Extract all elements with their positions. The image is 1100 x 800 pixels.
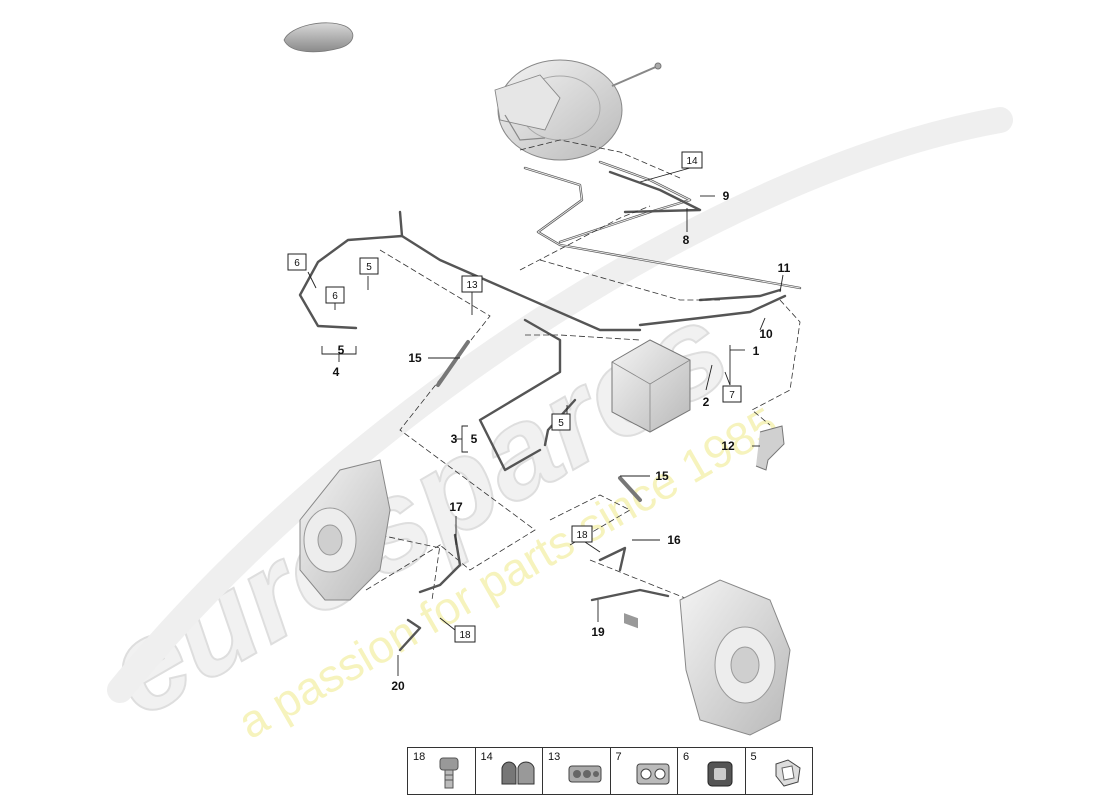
svg-text:18: 18 (576, 530, 588, 541)
svg-text:14: 14 (686, 156, 698, 167)
svg-text:18: 18 (459, 630, 471, 641)
legend-number: 7 (615, 751, 622, 763)
part-number-5b: 5 (471, 432, 478, 446)
part-number-12: 12 (721, 439, 735, 453)
multi-clip-icon (568, 765, 602, 783)
pipe-holder-icon (636, 763, 669, 785)
part-number-5a: 5 (338, 343, 345, 357)
legend-number: 13 (548, 751, 561, 763)
part-number-15b: 15 (655, 469, 669, 483)
svg-text:5: 5 (558, 418, 564, 429)
part-number-16: 16 (667, 533, 681, 547)
part-number-9: 9 (723, 189, 730, 203)
part-number-20: 20 (391, 679, 405, 693)
part-number-4: 4 (333, 365, 340, 379)
part-number-17: 17 (449, 500, 463, 514)
watermark: eurospares a passion for parts since 198… (82, 107, 1013, 749)
svg-text:13: 13 (466, 280, 478, 291)
callout-5a: 5 (359, 257, 379, 275)
legend-number: 18 (413, 751, 426, 763)
callout-6b: 6 (325, 286, 345, 304)
part-number-19: 19 (591, 625, 605, 639)
legend-item-5[interactable]: 5 (746, 748, 813, 794)
abs-hydraulic-unit (611, 339, 691, 629)
watermark-swoosh (107, 107, 1013, 703)
bolt-icon (439, 757, 459, 789)
legend-item-14[interactable]: 14 (476, 748, 543, 794)
part-number-8: 8 (683, 233, 690, 247)
brake-hoses (398, 340, 670, 652)
spring-clip-icon (775, 759, 801, 787)
callout-6a: 6 (287, 253, 307, 271)
legend-item-7[interactable]: 7 (611, 748, 678, 794)
legend-item-18[interactable]: 18 (408, 748, 476, 794)
callout-5b: 5 (551, 413, 571, 431)
callout-18b: 18 (454, 625, 476, 643)
legend-number: 6 (683, 751, 690, 763)
svg-text:5: 5 (366, 262, 372, 273)
legend-number: 5 (750, 751, 757, 763)
svg-text:6: 6 (294, 258, 300, 269)
part-number-10: 10 (759, 327, 773, 341)
part-number-11: 11 (778, 261, 791, 275)
svg-text:6: 6 (332, 291, 338, 302)
part-number-1: 1 (753, 344, 760, 358)
legend-item-13[interactable]: 13 (543, 748, 611, 794)
part-number-3: 3 (451, 432, 458, 446)
reservoir-cap (283, 22, 354, 53)
front-right-wheel-carrier (679, 579, 791, 736)
part-numbers: 9 8 11 10 1 2 4 5 15 3 5 15 12 17 16 19 … (333, 189, 791, 693)
legend-item-6[interactable]: 6 (678, 748, 746, 794)
brake-booster (494, 59, 662, 161)
front-left-wheel-carrier (299, 459, 391, 601)
svg-text:7: 7 (729, 390, 735, 401)
legend-number: 14 (480, 751, 493, 763)
part-number-15a: 15 (408, 351, 422, 365)
main-brake-lines (298, 160, 802, 472)
double-clip-icon (501, 761, 534, 785)
callout-13: 13 (461, 275, 483, 293)
callout-18a: 18 (571, 525, 593, 543)
part-number-2: 2 (703, 395, 710, 409)
callout-7: 7 (722, 385, 742, 403)
callout-14: 14 (681, 151, 703, 169)
clip-legend: 18 14 13 7 6 5 (407, 747, 813, 795)
bracket-12 (755, 425, 785, 471)
grommet-clip-icon (707, 761, 733, 787)
